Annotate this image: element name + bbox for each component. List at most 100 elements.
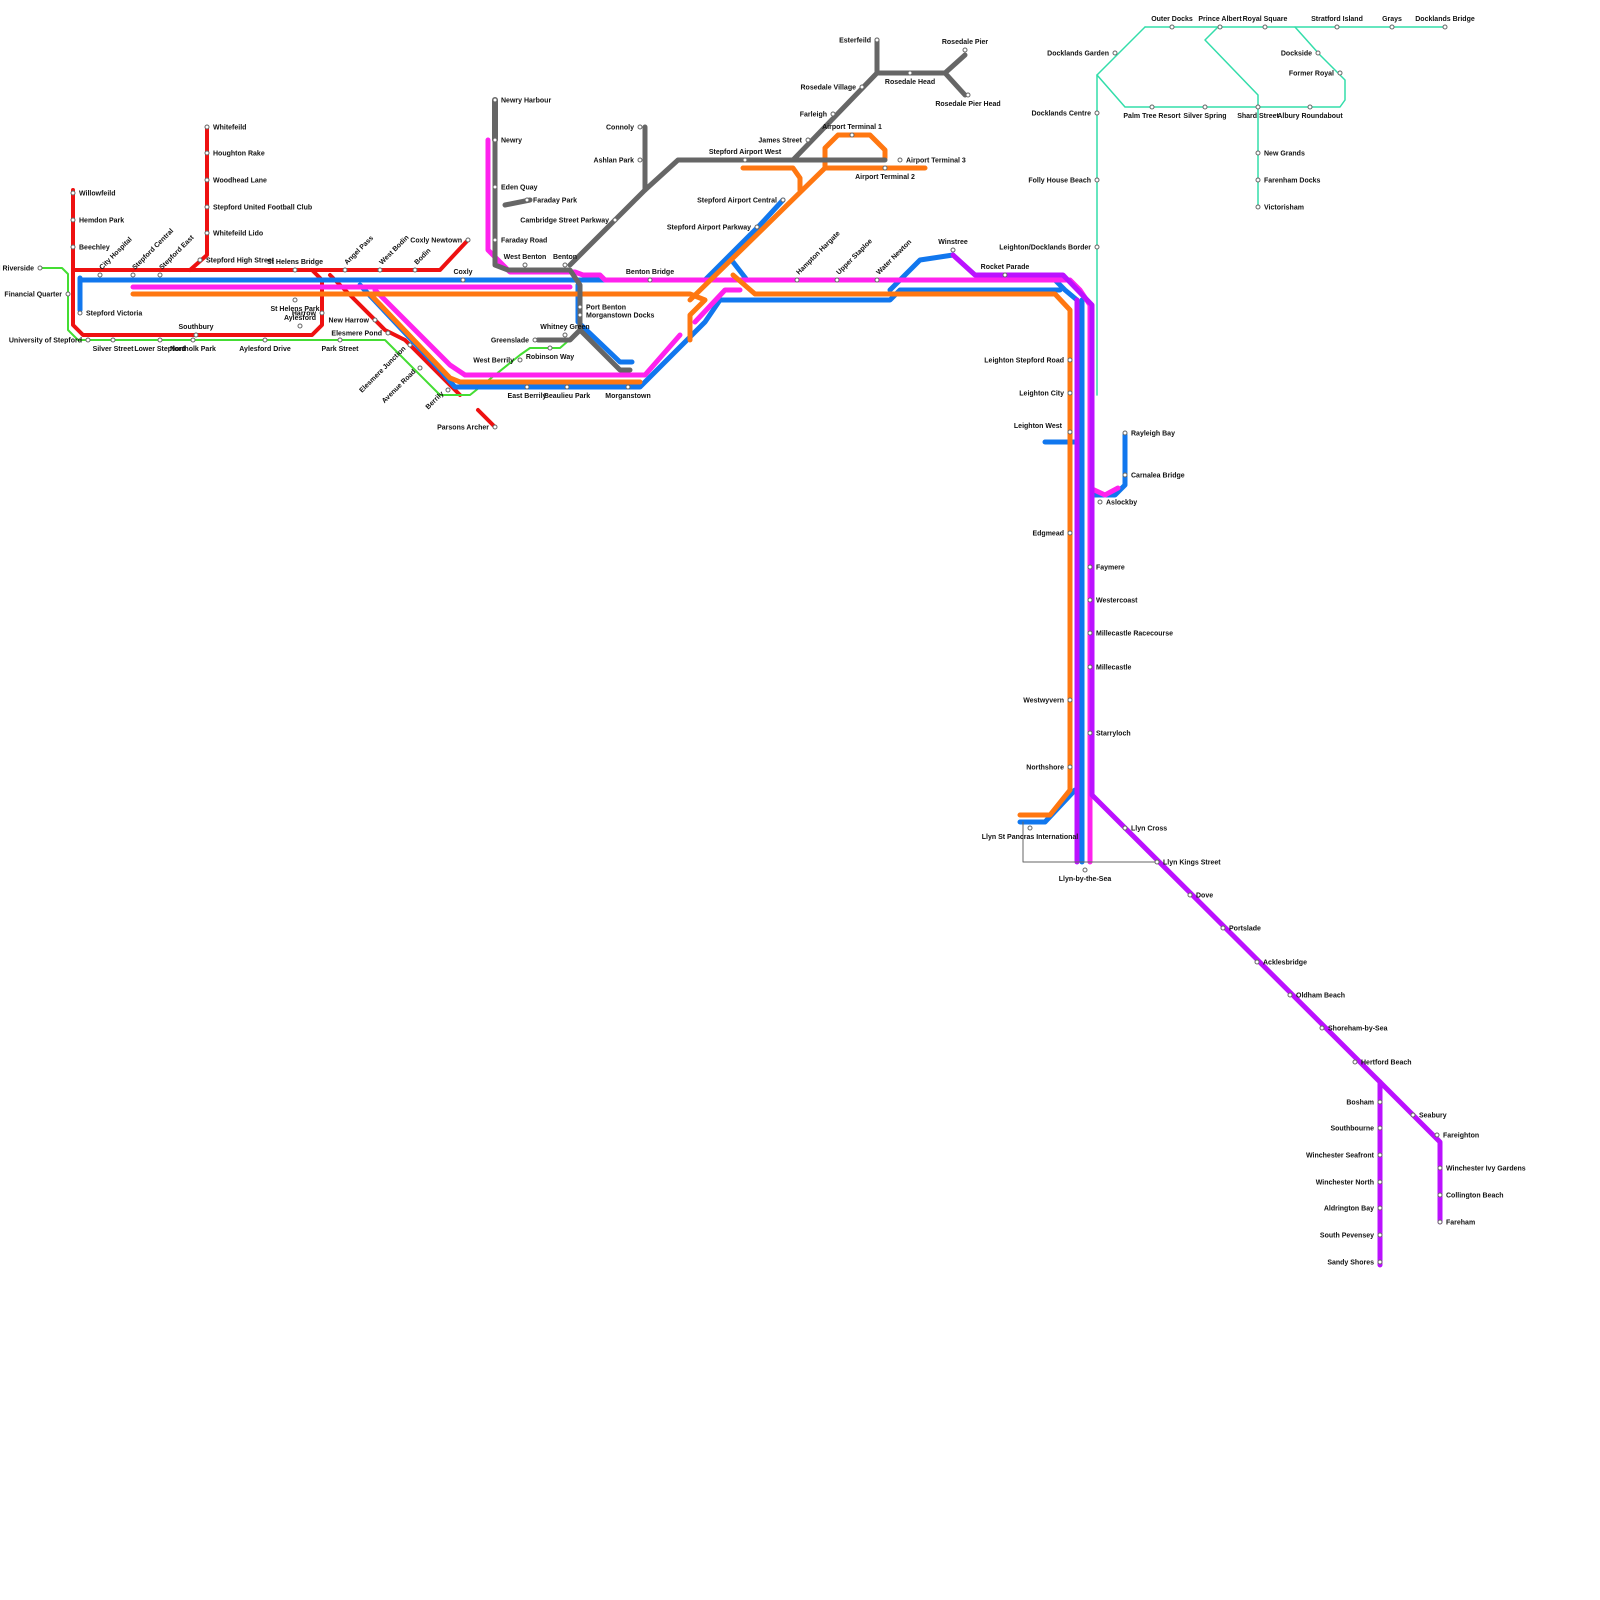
station-marker[interactable] — [962, 47, 968, 53]
station-marker[interactable] — [1002, 272, 1008, 278]
station-marker[interactable] — [1087, 730, 1093, 736]
station-marker[interactable] — [1027, 825, 1033, 831]
station-marker[interactable] — [1315, 50, 1321, 56]
station-marker[interactable] — [204, 124, 210, 130]
station-marker[interactable] — [1187, 892, 1193, 898]
station-marker[interactable] — [524, 384, 530, 390]
station-marker[interactable] — [849, 132, 855, 138]
station-marker[interactable] — [1067, 697, 1073, 703]
station-marker[interactable] — [1334, 24, 1340, 30]
station-marker[interactable] — [1094, 110, 1100, 116]
station-marker[interactable] — [1437, 1165, 1443, 1171]
station-marker[interactable] — [1122, 430, 1128, 436]
station-marker[interactable] — [97, 272, 103, 278]
station-marker[interactable] — [465, 237, 471, 243]
station-marker[interactable] — [319, 310, 325, 316]
station-marker[interactable] — [1087, 664, 1093, 670]
station-marker[interactable] — [1377, 1099, 1383, 1105]
station-marker[interactable] — [907, 70, 913, 76]
station-marker[interactable] — [1097, 499, 1103, 505]
station-marker[interactable] — [965, 92, 971, 98]
station-marker[interactable] — [1287, 992, 1293, 998]
station-marker[interactable] — [70, 217, 76, 223]
station-marker[interactable] — [1122, 825, 1128, 831]
station-marker[interactable] — [524, 197, 530, 203]
station-marker[interactable] — [1437, 1219, 1443, 1225]
station-marker[interactable] — [1169, 24, 1175, 30]
station-marker[interactable] — [830, 111, 836, 117]
station-marker[interactable] — [1067, 530, 1073, 536]
station-marker[interactable] — [1149, 104, 1155, 110]
station-marker[interactable] — [197, 257, 203, 263]
station-marker[interactable] — [445, 387, 451, 393]
station-marker[interactable] — [1255, 150, 1261, 156]
station-marker[interactable] — [297, 323, 303, 329]
station-marker[interactable] — [70, 190, 76, 196]
station-marker[interactable] — [1377, 1179, 1383, 1185]
station-marker[interactable] — [794, 277, 800, 283]
station-marker[interactable] — [1255, 204, 1261, 210]
station-marker[interactable] — [85, 337, 91, 343]
station-marker[interactable] — [110, 337, 116, 343]
station-marker[interactable] — [407, 342, 413, 348]
station-marker[interactable] — [70, 244, 76, 250]
station-marker[interactable] — [1067, 357, 1073, 363]
station-marker[interactable] — [492, 184, 498, 190]
station-marker[interactable] — [372, 317, 378, 323]
station-marker[interactable] — [547, 345, 553, 351]
station-marker[interactable] — [1154, 859, 1160, 865]
station-marker[interactable] — [577, 304, 583, 310]
station-marker[interactable] — [517, 357, 523, 363]
station-marker[interactable] — [647, 277, 653, 283]
station-marker[interactable] — [1434, 1132, 1440, 1138]
station-marker[interactable] — [1067, 429, 1073, 435]
station-marker[interactable] — [1087, 630, 1093, 636]
station-marker[interactable] — [780, 197, 786, 203]
station-marker[interactable] — [193, 332, 199, 338]
station-marker[interactable] — [805, 137, 811, 143]
station-marker[interactable] — [577, 312, 583, 318]
station-marker[interactable] — [1262, 24, 1268, 30]
station-marker[interactable] — [492, 137, 498, 143]
station-marker[interactable] — [204, 204, 210, 210]
station-marker[interactable] — [754, 224, 760, 230]
station-marker[interactable] — [1217, 24, 1223, 30]
station-marker[interactable] — [342, 267, 348, 273]
station-marker[interactable] — [1377, 1232, 1383, 1238]
station-marker[interactable] — [65, 291, 71, 297]
station-marker[interactable] — [1112, 50, 1118, 56]
station-marker[interactable] — [292, 297, 298, 303]
station-marker[interactable] — [1377, 1205, 1383, 1211]
station-marker[interactable] — [1220, 925, 1226, 931]
station-marker[interactable] — [625, 384, 631, 390]
station-marker[interactable] — [157, 337, 163, 343]
station-marker[interactable] — [1255, 177, 1261, 183]
station-marker[interactable] — [637, 124, 643, 130]
station-marker[interactable] — [562, 332, 568, 338]
station-marker[interactable] — [492, 424, 498, 430]
station-marker[interactable] — [1082, 867, 1088, 873]
station-marker[interactable] — [204, 230, 210, 236]
station-marker[interactable] — [292, 267, 298, 273]
station-marker[interactable] — [77, 310, 83, 316]
station-marker[interactable] — [492, 237, 498, 243]
station-marker[interactable] — [1122, 472, 1128, 478]
station-marker[interactable] — [950, 247, 956, 253]
station-marker[interactable] — [1352, 1059, 1358, 1065]
station-marker[interactable] — [1087, 597, 1093, 603]
station-marker[interactable] — [1437, 1192, 1443, 1198]
station-marker[interactable] — [1094, 244, 1100, 250]
station-marker[interactable] — [1337, 70, 1343, 76]
station-marker[interactable] — [834, 277, 840, 283]
station-marker[interactable] — [564, 384, 570, 390]
station-marker[interactable] — [1410, 1112, 1416, 1118]
station-marker[interactable] — [1389, 24, 1395, 30]
station-marker[interactable] — [190, 337, 196, 343]
station-marker[interactable] — [417, 365, 423, 371]
station-marker[interactable] — [1377, 1125, 1383, 1131]
station-marker[interactable] — [882, 165, 888, 171]
station-marker[interactable] — [1067, 390, 1073, 396]
station-marker[interactable] — [612, 217, 618, 223]
station-marker[interactable] — [492, 97, 498, 103]
station-marker[interactable] — [1254, 959, 1260, 965]
